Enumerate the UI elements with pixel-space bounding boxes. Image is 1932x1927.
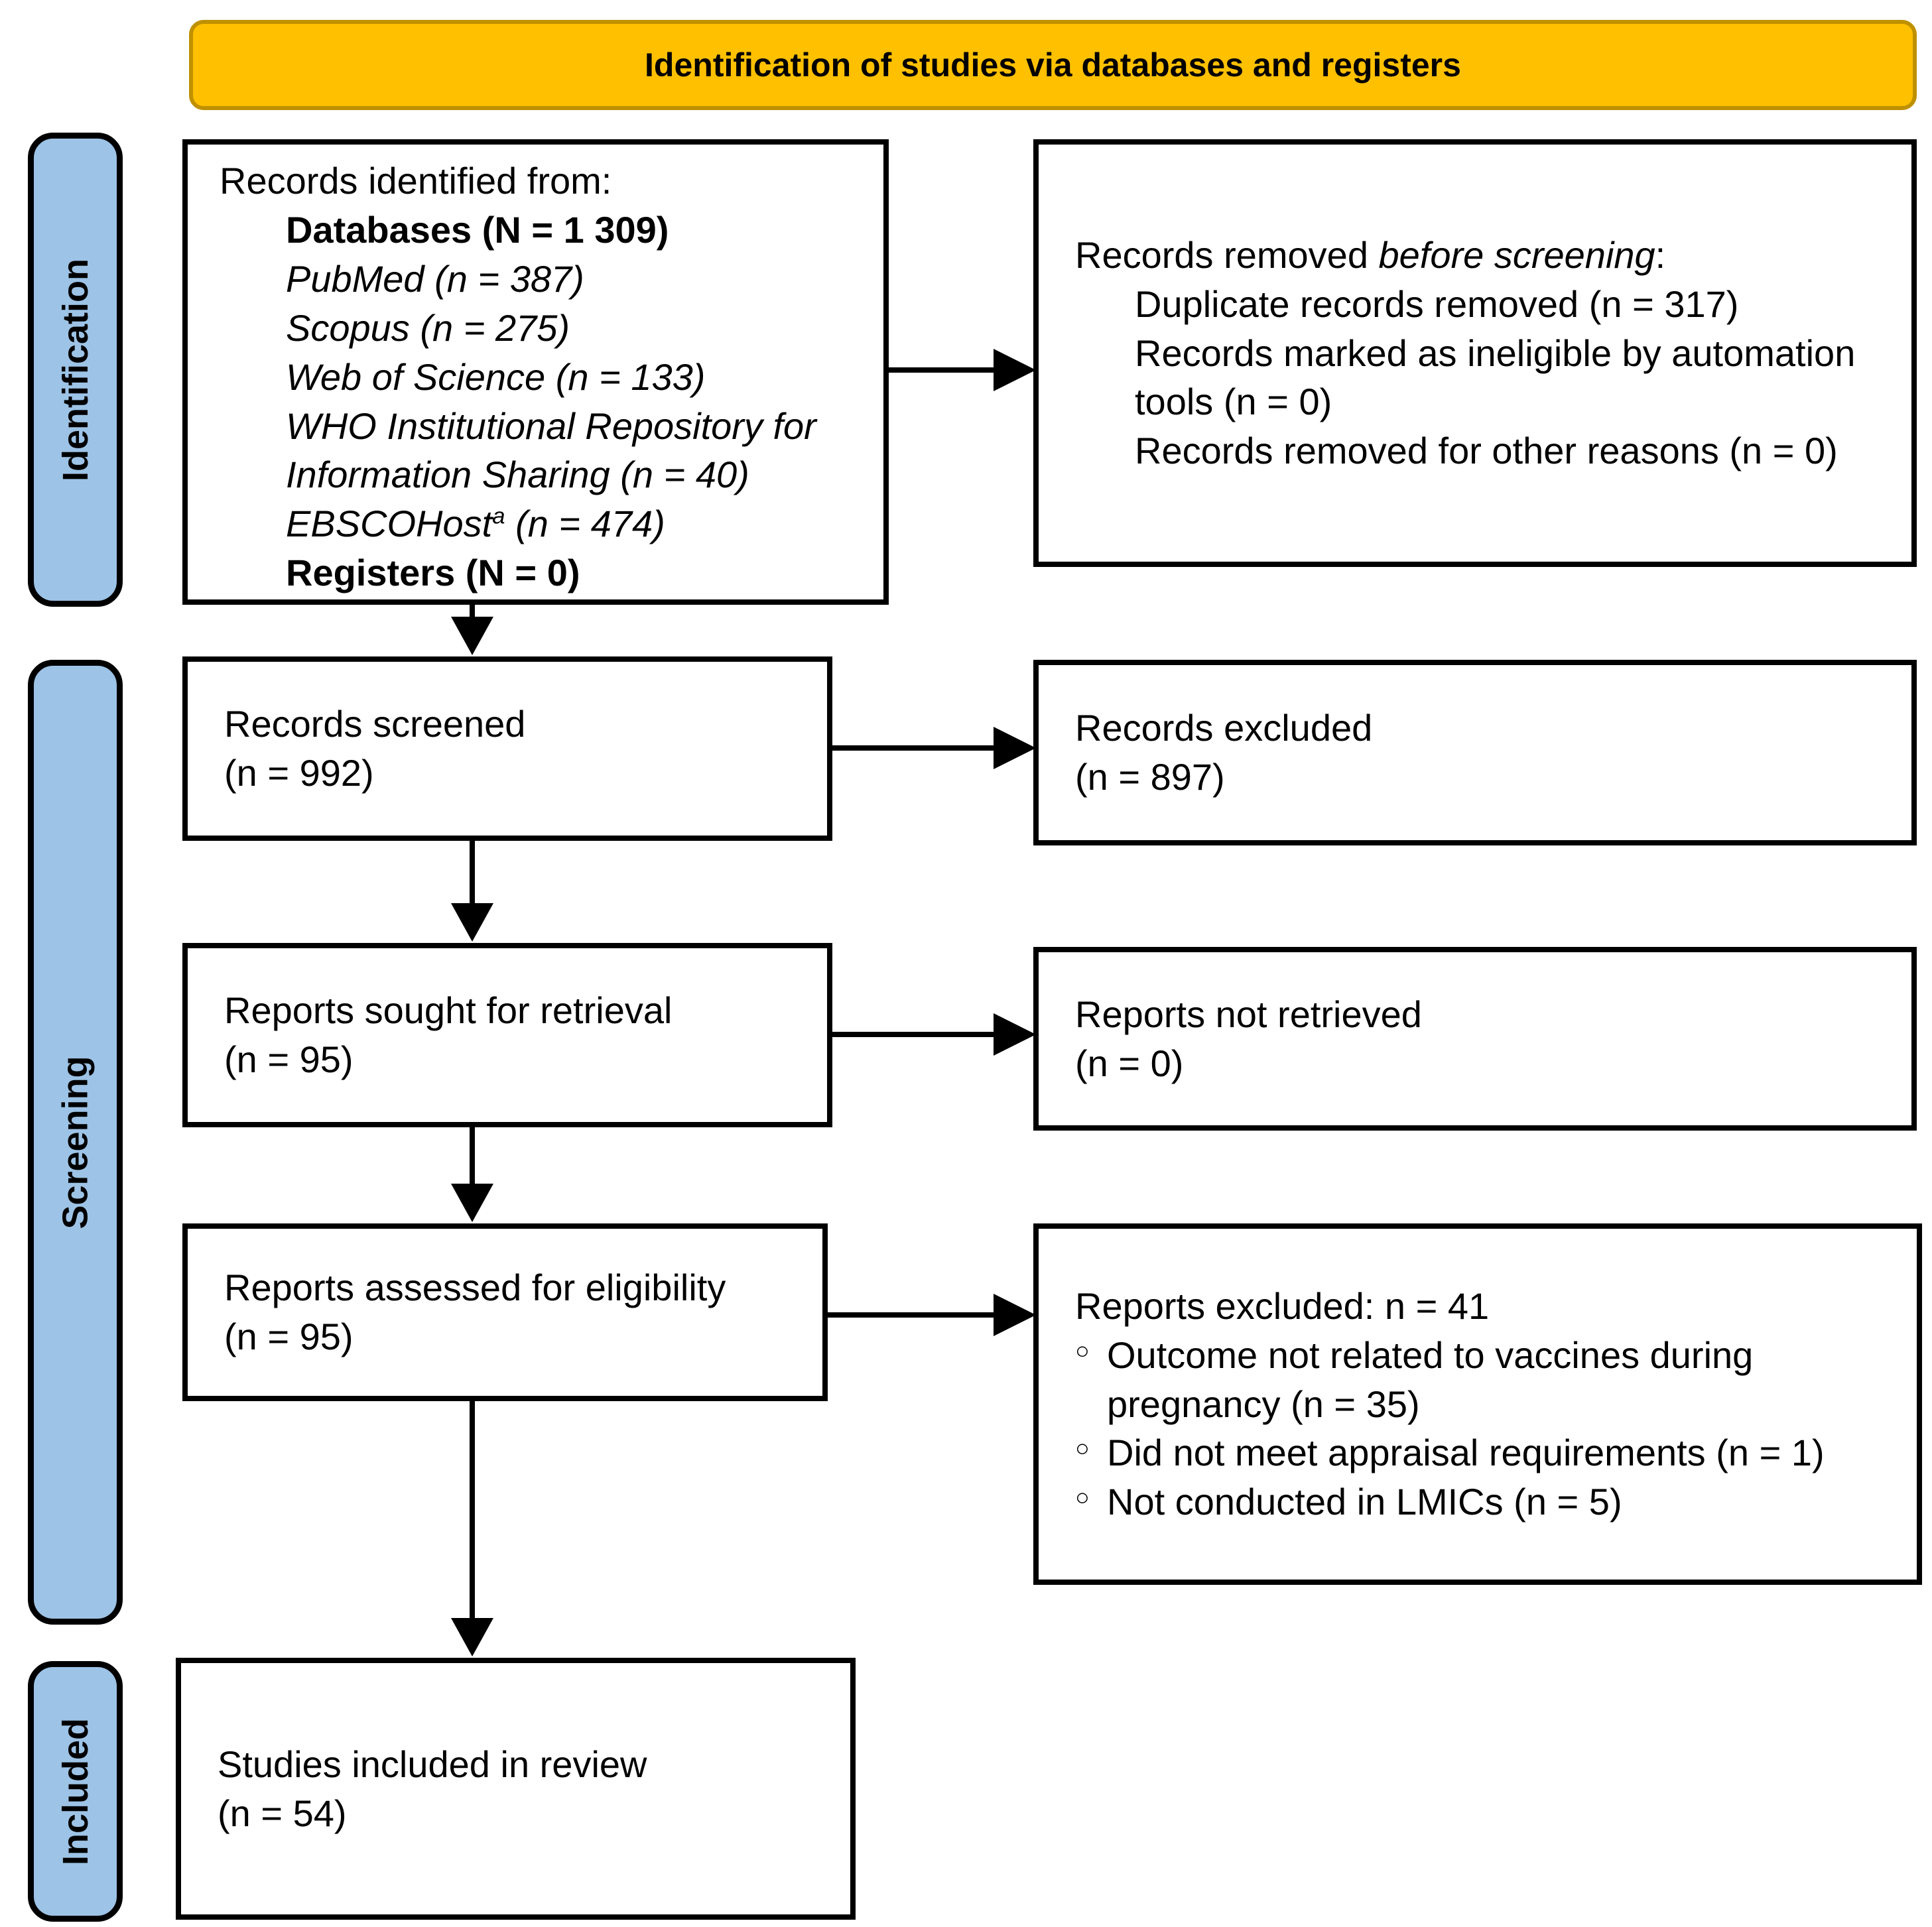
stage-label-included: Included xyxy=(28,1661,123,1922)
banner-title: Identification of studies via databases … xyxy=(645,46,1461,84)
circle-bullet-icon: ○ xyxy=(1075,1336,1090,1364)
removed-item-automation: Records marked as ineligible by automati… xyxy=(1135,332,1856,423)
records-removed-title-italic: before screening xyxy=(1378,233,1655,276)
banner-identification-of-studies: Identification of studies via databases … xyxy=(189,20,1917,110)
reports-not-retrieved-count: (n = 0) xyxy=(1075,1042,1184,1084)
records-screened-box: Records screened (n = 992) xyxy=(182,656,832,841)
studies-included-box: Studies included in review (n = 54) xyxy=(176,1658,856,1920)
reports-assessed-box: Reports assessed for eligibility (n = 95… xyxy=(182,1223,828,1401)
stage-label-text: Screening xyxy=(55,1055,96,1229)
db-ebscohost-name: EBSCOHost xyxy=(286,503,493,545)
records-identified-box: Records identified from: Databases (N = … xyxy=(182,139,889,605)
reports-assessed-label: Reports assessed for eligibility xyxy=(224,1267,726,1309)
reports-sought-label: Reports sought for retrieval xyxy=(224,989,673,1032)
records-removed-title: Records removed before screening: xyxy=(1075,231,1901,280)
excluded-reason-outcome: ○ Outcome not related to vaccines during… xyxy=(1075,1331,1903,1429)
excluded-reason-lmics: ○ Not conducted in LMICs (n = 5) xyxy=(1075,1477,1903,1526)
removed-item-other-reasons: Records removed for other reasons (n = 0… xyxy=(1135,430,1838,472)
reports-not-retrieved-label: Reports not retrieved xyxy=(1075,993,1422,1035)
excluded-reason-appraisal-text: Did not meet appraisal requirements (n =… xyxy=(1107,1432,1825,1474)
reports-sought-count: (n = 95) xyxy=(224,1038,354,1080)
excluded-reason-appraisal: ○ Did not meet appraisal requirements (n… xyxy=(1075,1428,1903,1477)
db-ebscohost-count: (n = 474) xyxy=(505,503,665,545)
studies-included-label: Studies included in review xyxy=(218,1743,647,1785)
registers-count-line: Registers (N = 0) xyxy=(286,552,580,594)
reports-assessed-count: (n = 95) xyxy=(224,1316,354,1357)
arrow-assessed-to-included xyxy=(451,1399,493,1656)
arrow-identified-to-removed xyxy=(886,349,1036,391)
excluded-reason-lmics-text: Not conducted in LMICs (n = 5) xyxy=(1107,1481,1622,1523)
studies-included-count: (n = 54) xyxy=(218,1792,347,1834)
footnote-marker-a: a xyxy=(492,503,505,529)
arrow-screened-to-excluded xyxy=(830,727,1036,769)
arrow-sought-to-assessed xyxy=(451,1125,493,1222)
stage-label-text: Identification xyxy=(55,258,96,481)
records-excluded-label: Records excluded xyxy=(1075,707,1373,749)
circle-bullet-icon: ○ xyxy=(1075,1434,1090,1462)
db-pubmed-line: PubMed (n = 387) xyxy=(286,257,584,300)
stage-label-text: Included xyxy=(55,1717,96,1865)
records-excluded-count: (n = 897) xyxy=(1075,756,1225,798)
arrow-assessed-to-reports-excluded xyxy=(825,1294,1036,1336)
db-web-of-science-line: Web of Science (n = 133) xyxy=(286,355,706,398)
db-scopus-line: Scopus (n = 275) xyxy=(286,306,570,349)
db-ebscohost-line: EBSCOHosta (n = 474) xyxy=(286,499,870,548)
stage-label-screening: Screening xyxy=(28,660,123,1625)
db-who-repository-line: WHO Institutional Repository for Informa… xyxy=(286,404,816,496)
arrow-screened-to-sought xyxy=(451,838,493,942)
excluded-reason-outcome-text: Outcome not related to vaccines during p… xyxy=(1107,1334,1754,1425)
databases-count-line: Databases (N = 1 309) xyxy=(286,208,669,251)
arrow-sought-to-not-retrieved xyxy=(830,1013,1036,1056)
removed-item-duplicates: Duplicate records removed (n = 317) xyxy=(1135,282,1739,325)
records-removed-title-suffix: : xyxy=(1655,233,1666,276)
records-identified-intro: Records identified from: xyxy=(220,160,612,202)
records-removed-title-prefix: Records removed xyxy=(1075,233,1379,276)
reports-excluded-box: Reports excluded: n = 41 ○ Outcome not r… xyxy=(1033,1223,1922,1585)
records-screened-count: (n = 992) xyxy=(224,752,374,794)
records-screened-label: Records screened xyxy=(224,703,526,745)
stage-label-identification: Identification xyxy=(28,133,123,607)
circle-bullet-icon: ○ xyxy=(1075,1483,1090,1511)
records-excluded-box: Records excluded (n = 897) xyxy=(1033,660,1917,845)
reports-sought-box: Reports sought for retrieval (n = 95) xyxy=(182,943,832,1127)
records-removed-box: Records removed before screening: Duplic… xyxy=(1033,139,1917,567)
reports-excluded-title: Reports excluded: n = 41 xyxy=(1075,1284,1490,1327)
arrow-identified-to-screened xyxy=(451,602,493,655)
reports-not-retrieved-box: Reports not retrieved (n = 0) xyxy=(1033,947,1917,1131)
